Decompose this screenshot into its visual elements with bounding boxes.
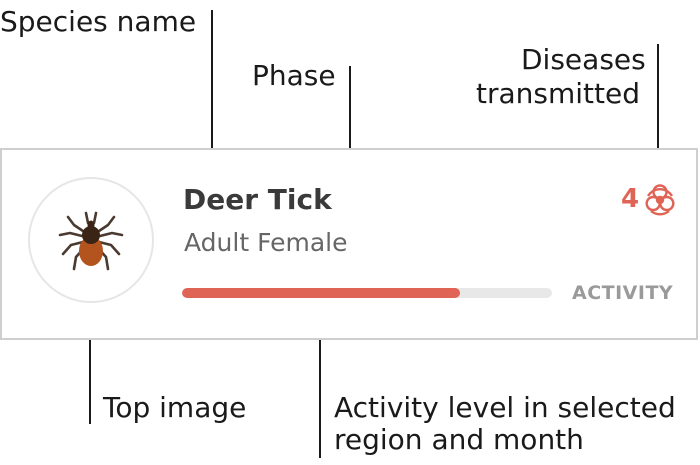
tick-icon	[58, 211, 124, 271]
biohazard-icon	[645, 184, 675, 216]
tick-card[interactable]: Deer Tick Adult Female 4 ACTIVITY	[0, 148, 698, 340]
activity-bar-fill	[182, 288, 460, 298]
leader-diseases	[657, 44, 659, 172]
callout-activity-line1: Activity level in selected	[334, 391, 676, 424]
callout-phase: Phase	[252, 59, 336, 92]
callout-diseases-line1: Diseases	[521, 43, 646, 76]
activity-label: ACTIVITY	[572, 282, 674, 304]
activity-bar	[182, 288, 552, 298]
leader-activity	[319, 310, 321, 458]
leader-top-image	[89, 310, 91, 424]
leader-phase	[349, 66, 351, 214]
callout-activity-line2: region and month	[334, 423, 584, 456]
leader-species-name	[211, 10, 213, 172]
species-name: Deer Tick	[183, 183, 332, 216]
callout-top-image: Top image	[103, 391, 247, 424]
callout-diseases-line2: transmitted	[476, 77, 640, 110]
disease-count: 4	[621, 184, 640, 214]
top-image	[28, 177, 154, 303]
callout-species-name: Species name	[0, 5, 197, 38]
phase-label: Adult Female	[184, 228, 348, 257]
